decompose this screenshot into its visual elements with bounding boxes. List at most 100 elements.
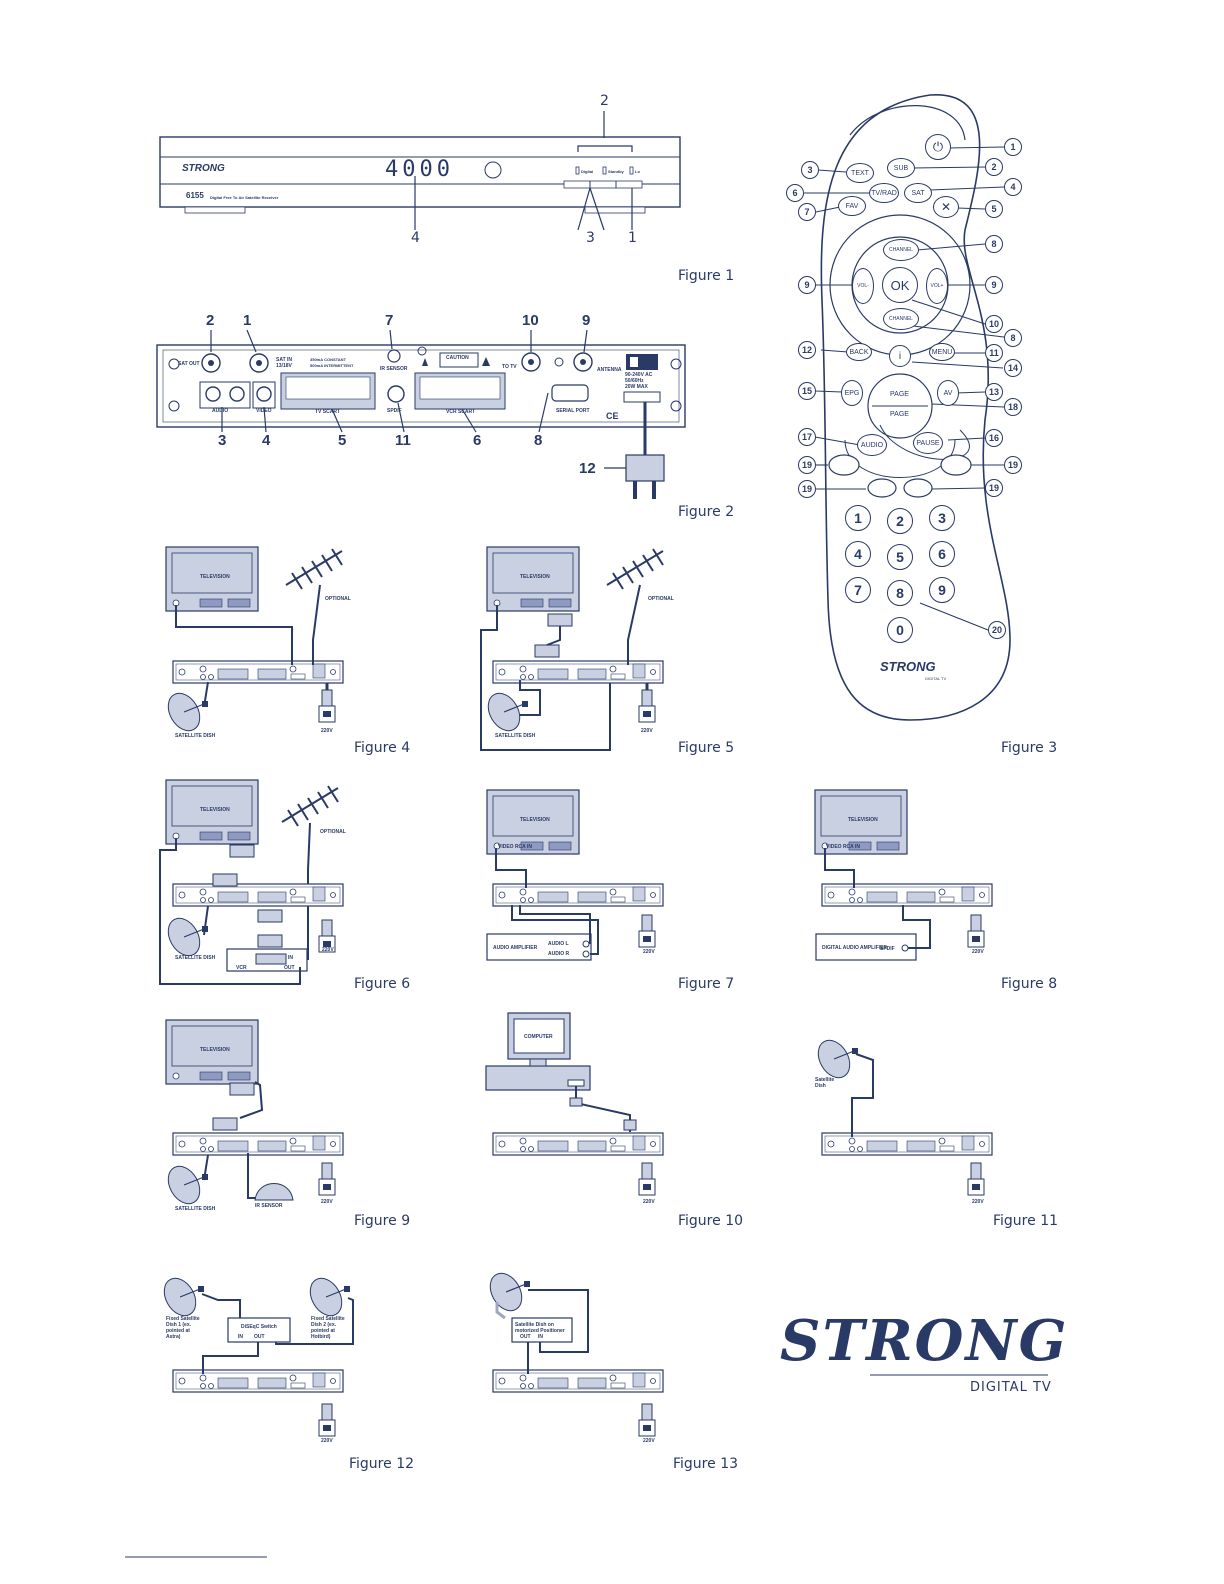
page-down-label[interactable]: PAGE — [890, 411, 909, 418]
audio-button[interactable]: AUDIO — [857, 434, 887, 456]
fig6-out: OUT — [284, 965, 295, 971]
figure-9-caption: Figure 9 — [354, 1213, 411, 1229]
digit-7-button[interactable]: 7 — [845, 577, 871, 603]
power-button[interactable]: ⏻ — [925, 134, 951, 160]
info-button[interactable]: i — [889, 345, 911, 367]
remote-callout-4: 4 — [1004, 178, 1022, 196]
led-digital: Digital — [581, 169, 594, 174]
remote-callout-6: 6 — [786, 184, 804, 202]
figure-7-diagram — [486, 789, 664, 961]
remote-color-keys — [828, 454, 972, 498]
fig7-tv-label: TELEVISION — [520, 817, 550, 823]
figure-11-caption: Figure 11 — [993, 1213, 1059, 1229]
rear-panel — [156, 329, 686, 499]
digit-0-button[interactable]: 0 — [887, 617, 913, 643]
remote-callout-20: 20 — [988, 621, 1006, 639]
rear-ce: CE — [606, 411, 619, 421]
fig4-220v: 220V — [321, 728, 333, 734]
figure-7-caption: Figure 7 — [678, 976, 735, 992]
pause-button[interactable]: PAUSE — [913, 432, 943, 454]
fig13-positioner: Satellite Dish on motorized Positioner — [515, 1322, 565, 1334]
led-standby: Standby — [608, 169, 624, 174]
fig6-optional: OPTIONAL — [320, 829, 346, 835]
fig10-computer: COMPUTER — [524, 1034, 553, 1040]
digit-8-button[interactable]: 8 — [887, 580, 913, 606]
av-button[interactable]: AV — [937, 380, 959, 406]
digit-6-button[interactable]: 6 — [929, 541, 955, 567]
rear-callout-1: 1 — [243, 312, 252, 329]
rear-callout-11: 11 — [395, 432, 411, 449]
rear-callout-7: 7 — [385, 312, 394, 329]
fig9-220v: 220V — [321, 1199, 333, 1205]
fig6-vcr: VCR — [236, 965, 247, 971]
rear-ir-sensor: IR SENSOR — [380, 366, 408, 372]
fig8-spdif: SPDIF — [880, 946, 895, 952]
remote-callout-9b: 9 — [985, 276, 1003, 294]
ok-button[interactable]: OK — [882, 267, 918, 303]
figure-6-diagram — [159, 779, 344, 985]
remote-callout-19b: 19 — [1004, 456, 1022, 474]
sub-button[interactable]: SUB — [887, 158, 915, 178]
digit-5-button[interactable]: 5 — [887, 544, 913, 570]
figure-4-caption: Figure 4 — [354, 740, 411, 756]
figure-6-caption: Figure 6 — [354, 976, 411, 992]
mute-button[interactable]: ✕ — [933, 196, 959, 218]
page-up-label[interactable]: PAGE — [890, 391, 909, 398]
fig11-dish: Satellite Dish — [815, 1077, 835, 1089]
digit-3-button[interactable]: 3 — [929, 505, 955, 531]
channel-up-button[interactable]: CHANNEL — [883, 239, 919, 261]
front-callout-4: 4 — [411, 230, 420, 246]
rear-callout-6: 6 — [473, 432, 482, 449]
menu-button[interactable]: MENU — [929, 343, 955, 361]
remote-callout-19c: 19 — [798, 480, 816, 498]
rear-video: VIDEO — [256, 408, 272, 414]
sat-button[interactable]: SAT — [904, 183, 932, 203]
strong-logo: STRONG — [780, 1308, 1069, 1374]
rear-hz: 50/60Hz — [625, 378, 644, 384]
channel-down-button[interactable]: CHANNEL — [883, 308, 919, 330]
rear-caution: CAUTION — [446, 355, 469, 361]
remote-callout-17: 17 — [798, 428, 816, 446]
rear-power: 90-240V AC — [625, 372, 653, 378]
figure-13-caption: Figure 13 — [673, 1456, 739, 1472]
text-button[interactable]: TEXT — [846, 163, 874, 183]
front-panel — [159, 111, 681, 231]
remote-brand: STRONG — [880, 659, 936, 674]
rear-vcr-scart: VCR SCART — [446, 409, 476, 415]
vol-plus-button[interactable]: VOL+ — [926, 268, 948, 304]
fig13-220v: 220V — [643, 1438, 655, 1444]
remote-callout-18: 18 — [1004, 398, 1022, 416]
front-model-desc: Digital Free To Air Satellite Receiver — [210, 195, 279, 200]
remote-callout-19d: 19 — [985, 479, 1003, 497]
fig7-220v: 220V — [643, 949, 655, 955]
rear-watt: 20W MAX — [625, 384, 648, 390]
fav-button[interactable]: FAV — [838, 196, 866, 216]
fig10-220v: 220V — [643, 1199, 655, 1205]
fig13-out: OUT — [520, 1334, 531, 1340]
epg-button[interactable]: EPG — [841, 380, 863, 406]
digit-4-button[interactable]: 4 — [845, 541, 871, 567]
back-button[interactable]: BACK — [846, 343, 872, 361]
remote-body — [820, 94, 1011, 721]
front-callout-2: 2 — [600, 93, 609, 109]
figure-5-diagram — [480, 546, 664, 751]
rear-sat-in: SAT IN — [276, 357, 293, 363]
fig4-dish: SATELLITE DISH — [175, 733, 216, 739]
tvrad-button[interactable]: TV/RAD — [869, 183, 899, 203]
remote-callout-14: 14 — [1004, 359, 1022, 377]
fig12-in: IN — [238, 1334, 243, 1340]
figure-8-caption: Figure 8 — [1001, 976, 1058, 992]
front-display: 4000 — [385, 157, 454, 182]
fig11-220v: 220V — [972, 1199, 984, 1205]
digit-2-button[interactable]: 2 — [887, 508, 913, 534]
digit-9-button[interactable]: 9 — [929, 577, 955, 603]
figure-5-caption: Figure 5 — [678, 740, 735, 756]
digit-1-button[interactable]: 1 — [845, 505, 871, 531]
fig7-audio-l: AUDIO L — [548, 941, 569, 947]
vol-minus-button[interactable]: VOL- — [852, 268, 874, 304]
remote-callout-1: 1 — [1004, 138, 1022, 156]
fig8-digital-amp: DIGITAL AUDIO AMPLIFIER — [822, 945, 887, 951]
figure-2-caption: Figure 2 — [678, 504, 735, 520]
fig9-ir-sensor: IR SENSOR — [255, 1203, 283, 1209]
